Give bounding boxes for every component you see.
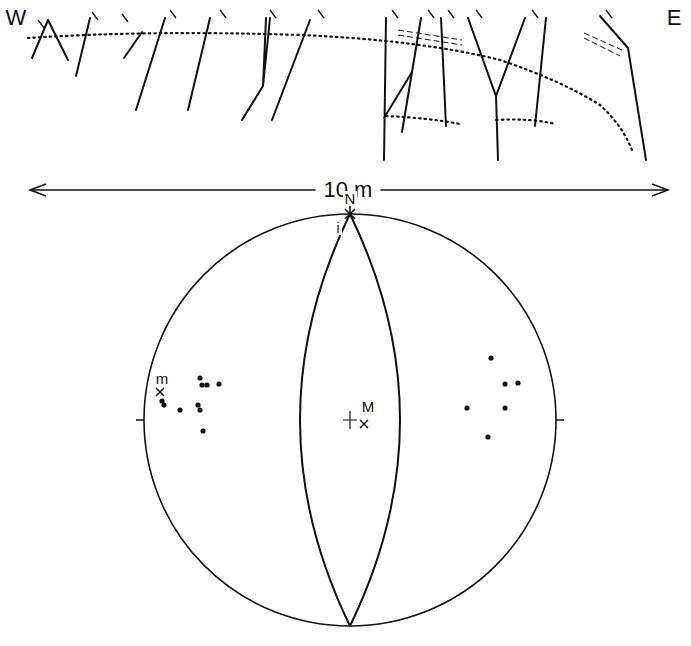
pole-dot	[485, 434, 490, 439]
stereonet	[136, 206, 564, 626]
pole-dot	[200, 428, 205, 433]
pole-dots	[159, 355, 520, 439]
north-label: N	[343, 191, 358, 206]
pole-dot	[502, 405, 507, 410]
pole-dot	[488, 355, 493, 360]
pole-dot	[197, 375, 202, 380]
point-label: m	[154, 371, 171, 386]
pole-dot	[204, 382, 209, 387]
pole-dot	[464, 405, 469, 410]
pole-dot	[199, 382, 204, 387]
pole-dot	[195, 402, 200, 407]
fault-traces	[32, 16, 646, 160]
pole-dot	[161, 402, 166, 407]
pole-dot	[502, 381, 507, 386]
pole-dot	[197, 407, 202, 412]
slip-arrows	[38, 10, 612, 28]
pole-dot	[515, 380, 520, 385]
direction-label: W	[4, 7, 29, 29]
pole-dot	[216, 381, 221, 386]
pole-dot	[177, 407, 182, 412]
axis-label: i	[334, 221, 341, 235]
point-label: M	[360, 399, 377, 414]
dashed-bed	[398, 30, 622, 56]
bedding-trace	[28, 33, 632, 150]
direction-label: E	[665, 7, 684, 29]
